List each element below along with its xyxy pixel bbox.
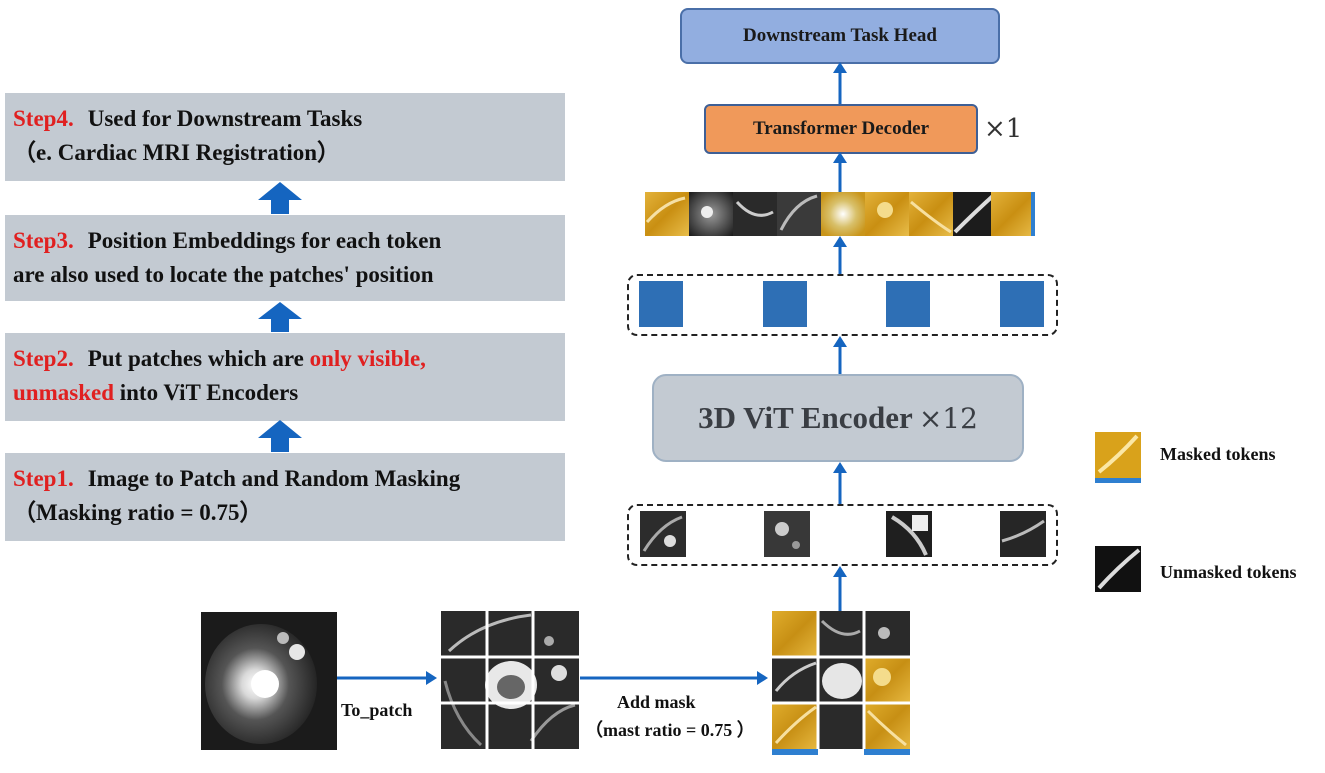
step-arrow-1-2 bbox=[258, 420, 302, 452]
step1-text: Image to Patch and Random Masking bbox=[87, 466, 461, 491]
step3-subtext: are also used to locate the patches' pos… bbox=[13, 262, 434, 287]
masked-tokens-label: Masked tokens bbox=[1160, 444, 1276, 464]
step4-subtext: （e. Cardiac MRI Registration） bbox=[13, 140, 341, 165]
arrow-decoder-to-head bbox=[833, 62, 847, 106]
unmasked-patch-2 bbox=[764, 511, 810, 557]
masked-patch-grid bbox=[772, 611, 910, 755]
original-mri-image bbox=[201, 612, 337, 750]
encoded-token-4 bbox=[1000, 281, 1044, 327]
arrow-embed-to-tokens bbox=[833, 236, 847, 274]
unmasked-patch-4 bbox=[1000, 511, 1046, 557]
vit-encoder: 3D ViT Encoder ×12 bbox=[652, 374, 1024, 462]
step2-subtext: into ViT Encoders bbox=[113, 380, 299, 405]
unmasked-patches-container bbox=[627, 504, 1058, 566]
unmasked-token-legend-icon bbox=[1095, 546, 1141, 592]
arrow-to-patch bbox=[337, 671, 437, 685]
arrow-tokens-to-decoder bbox=[833, 152, 847, 192]
to-patch-label: To_patch bbox=[341, 700, 413, 720]
add-mask-label: Add mask bbox=[617, 692, 696, 712]
step3-tag: Step3. bbox=[13, 228, 74, 253]
downstream-task-head: Downstream Task Head bbox=[680, 8, 1000, 64]
step1-tag: Step1. bbox=[13, 466, 74, 491]
step4-text: Used for Downstream Tasks bbox=[87, 106, 363, 131]
decoder-multiplier: ×1 bbox=[984, 114, 1023, 144]
unmasked-patch-1 bbox=[640, 511, 686, 557]
unmasked-patch-3 bbox=[886, 511, 932, 557]
encoder-multiplier: ×12 bbox=[918, 401, 978, 435]
arrow-add-mask bbox=[580, 671, 768, 685]
step2-highlight-unmasked: unmasked bbox=[13, 380, 114, 405]
step2-highlight: only visible, bbox=[309, 346, 426, 371]
step1-box: Step1.Image to Patch and Random Masking … bbox=[5, 453, 565, 541]
step-arrow-2-3 bbox=[258, 302, 302, 332]
mask-ratio-label: （mast ratio = 0.75 ） bbox=[585, 720, 755, 740]
step3-text: Position Embeddings for each token bbox=[87, 228, 442, 253]
unmasked-tokens-label: Unmasked tokens bbox=[1160, 562, 1297, 582]
arrow-encoder-to-tokens bbox=[833, 336, 847, 376]
step-arrow-3-4 bbox=[258, 182, 302, 214]
arrow-patches-to-encoder bbox=[833, 462, 847, 504]
step2-text: Put patches which are bbox=[87, 346, 310, 371]
encoded-tokens-container bbox=[627, 274, 1058, 336]
encoded-token-2 bbox=[763, 281, 807, 327]
patch-grid bbox=[441, 611, 579, 749]
step4-tag: Step4. bbox=[13, 106, 74, 131]
step3-box: Step3. Position Embeddings for each token… bbox=[5, 215, 565, 301]
step2-box: Step2. Put patches which are only visible… bbox=[5, 333, 565, 421]
step1-subtext: （Masking ratio = 0.75） bbox=[13, 500, 263, 525]
encoded-token-1 bbox=[639, 281, 683, 327]
step2-tag: Step2. bbox=[13, 346, 74, 371]
arrow-masked-grid-to-patches bbox=[833, 566, 847, 612]
masked-token-legend-icon bbox=[1095, 432, 1141, 483]
step4-box: Step4. Used for Downstream Tasks （e. Card… bbox=[5, 93, 565, 181]
reconstructed-token-strip bbox=[645, 192, 1035, 236]
encoded-token-3 bbox=[886, 281, 930, 327]
vit-encoder-label: 3D ViT Encoder bbox=[698, 400, 913, 435]
transformer-decoder: Transformer Decoder bbox=[704, 104, 978, 154]
